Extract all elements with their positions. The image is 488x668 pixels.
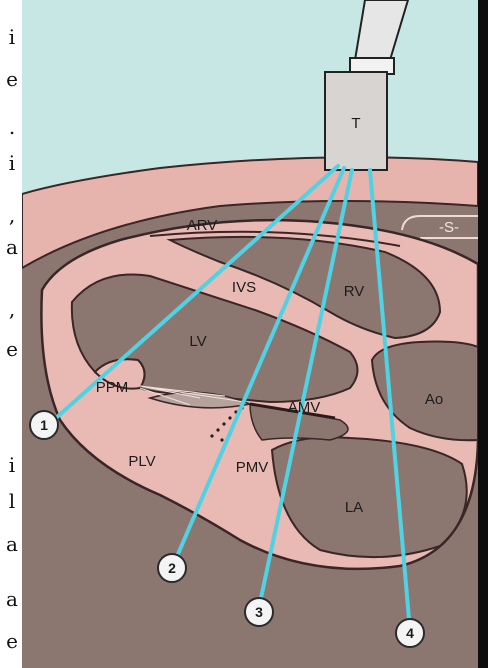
margin-char: a (4, 588, 20, 610)
label-amv: AMV (288, 399, 321, 416)
beam-marker-2: 2 (158, 554, 186, 582)
label-rv: RV (344, 283, 365, 300)
margin-char: i (4, 26, 20, 48)
label-plv: PLV (128, 453, 155, 470)
margin-char: e (4, 68, 20, 90)
margin-char: , (4, 204, 20, 226)
label-ppm: PPM (96, 379, 129, 396)
margin-char: e (4, 630, 20, 652)
margin-char: . (4, 116, 20, 138)
beam-marker-3: 3 (245, 598, 273, 626)
transducer-label: T (351, 115, 360, 132)
page-margin-text: i e . i , a , e i l a a e (0, 0, 22, 668)
beam-marker-4: 4 (396, 619, 424, 647)
label-arv: ARV (187, 217, 218, 234)
label-s: -S- (439, 219, 459, 236)
label-ivs: IVS (232, 279, 256, 296)
right-border (478, 0, 488, 668)
beam-number: 2 (168, 560, 176, 576)
margin-char: i (4, 152, 20, 174)
beam-marker-1: 1 (30, 411, 58, 439)
margin-char: a (4, 236, 20, 258)
label-pmv: PMV (236, 459, 269, 476)
beam-number: 1 (40, 417, 48, 433)
beam-number: 4 (406, 625, 414, 641)
margin-char: a (4, 533, 20, 555)
label-lv: LV (189, 333, 206, 350)
margin-char: e (4, 338, 20, 360)
beam-number: 3 (255, 604, 263, 620)
margin-char: , (4, 298, 20, 320)
margin-char: l (4, 490, 20, 512)
label-la: LA (345, 499, 363, 516)
echocardiography-diagram: T 1 2 3 4 ARV -S- IVS RV LV PPM AMV Ao P… (22, 0, 478, 668)
margin-char: i (4, 454, 20, 476)
label-ao: Ao (425, 391, 443, 408)
